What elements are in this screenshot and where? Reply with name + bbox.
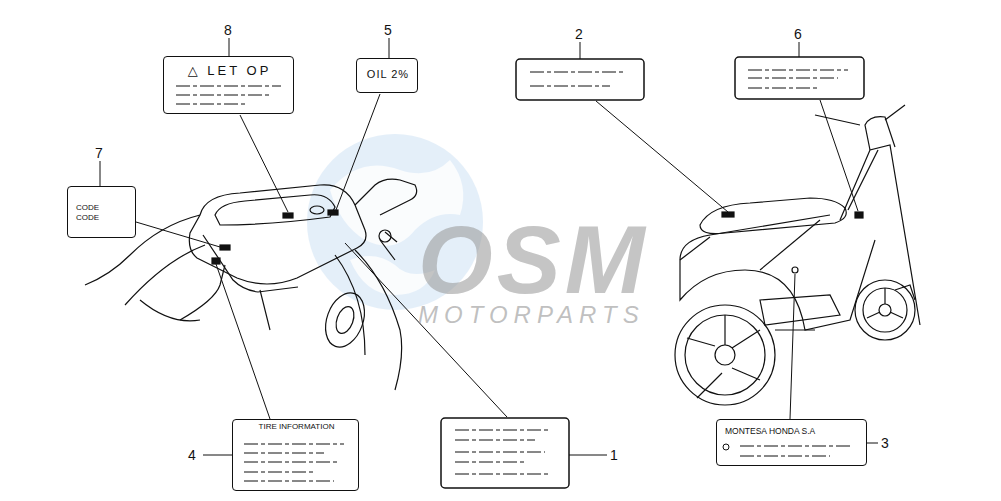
scooter-front-detail [85,179,417,390]
callout-number: 1 [610,448,618,462]
sticker-label: TIRE INFORMATION [232,419,359,491]
callout-number: 4 [188,448,196,462]
callout-number: 5 [384,23,392,37]
sticker-text: OIL 2% [365,68,411,82]
watermark-text: MOTORPARTS [418,303,645,327]
leader-lines [100,38,878,455]
callout-number: 2 [575,27,583,41]
sticker-label: CODECODE [67,186,136,238]
sticker-text: CODE [76,213,129,223]
watermark-logo: OSM [418,212,649,308]
callout-number: 3 [881,436,889,450]
sticker-text: △ LET OP [172,63,287,79]
sticker-text: TIRE INFORMATION [241,422,352,432]
callout-number: 8 [224,23,232,37]
callout-number: 7 [95,146,103,160]
sticker-text: MONTESA HONDA S.A [725,426,860,437]
sticker-label: △ LET OP [163,56,294,114]
sticker-text: CODE [76,203,129,213]
sticker-label: MONTESA HONDA S.A [716,419,867,466]
moped-illustration [675,105,920,405]
callout-number: 6 [794,27,802,41]
sticker-label: OIL 2% [356,58,418,93]
